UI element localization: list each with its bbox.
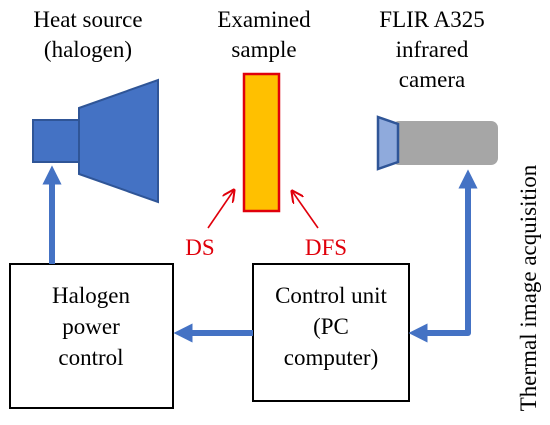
halogen-lamp-icon xyxy=(32,78,159,204)
dfs-arrow xyxy=(292,191,319,229)
halogen-box-line-1: Halogen xyxy=(52,283,130,308)
heat-source-sublabel: (halogen) xyxy=(44,37,132,62)
ds-arrow xyxy=(207,190,234,229)
dfs-label: DFS xyxy=(305,235,347,260)
arrow-camera-control-link xyxy=(408,169,478,343)
camera-body xyxy=(392,121,498,165)
control-box-line-1: Control unit xyxy=(275,283,387,308)
sample-sublabel: sample xyxy=(231,37,296,62)
halogen-lamp-reflector-outline xyxy=(78,78,159,204)
control-box-line-2: (PC xyxy=(313,314,349,339)
thermal-acquisition-caption: Thermal image acquisition xyxy=(516,164,541,411)
control-unit-box xyxy=(252,263,410,402)
camera-sublabel-1: infrared xyxy=(396,37,469,62)
heat-source-label: Heat source xyxy=(33,7,142,32)
control-box-line-3: computer) xyxy=(284,345,379,370)
camera-lens xyxy=(378,117,398,169)
camera-lens-outline xyxy=(376,115,400,171)
halogen-lamp-reflector xyxy=(79,80,158,202)
infrared-camera-icon xyxy=(376,115,498,171)
camera-sublabel-2: camera xyxy=(399,67,465,92)
ds-label: DS xyxy=(185,235,214,260)
halogen-box-line-2: power xyxy=(62,314,120,339)
examined-sample xyxy=(244,74,279,211)
halogen-power-control-box xyxy=(9,263,174,409)
sample-label: Examined xyxy=(217,7,311,32)
camera-label: FLIR A325 xyxy=(379,7,484,32)
examined-sample-outline xyxy=(242,72,281,213)
halogen-lamp-base xyxy=(33,120,79,162)
halogen-box-line-3: control xyxy=(58,345,123,370)
